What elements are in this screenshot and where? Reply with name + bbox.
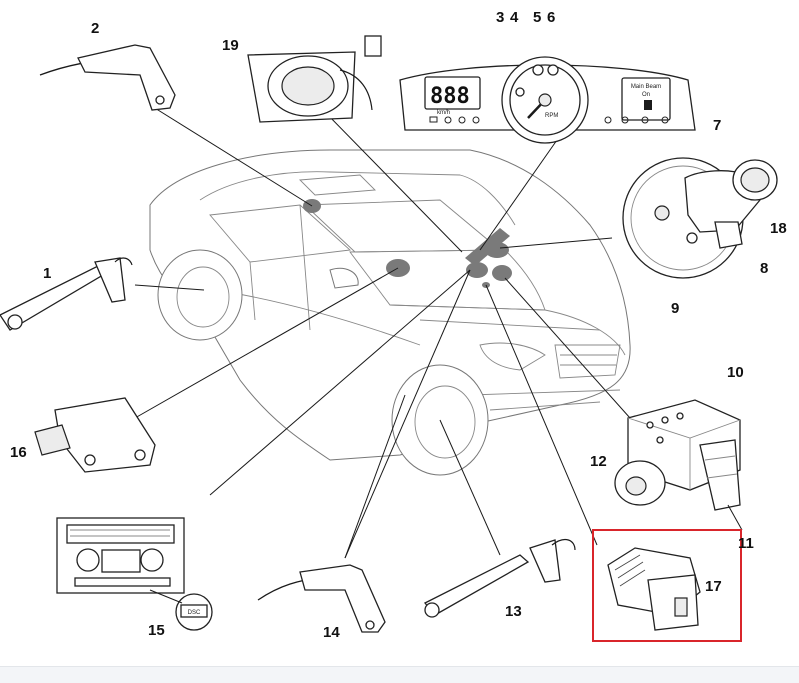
part-wheel-speed-sensor-front-lower [257,564,386,633]
callout-11: 11 [738,535,754,552]
callout-8: 8 [760,260,768,277]
part-control-module [592,529,742,642]
part-wheel-speed-sensor-front [423,538,576,618]
part-clock-spring [247,35,382,123]
speed-display-digits: 888 [430,84,470,109]
part-abs-hydraulic-modulator [614,399,743,531]
callout-1: 1 [43,265,51,282]
callout-9: 9 [671,300,679,317]
part-wheel-speed-sensor-rear-upper [39,44,176,111]
callout-18: 18 [770,220,787,237]
dsc-button-label: DSC [188,610,201,616]
callout-17: 17 [705,578,722,595]
callout-4: 4 [510,9,519,26]
part-center-console: DSC [56,517,213,631]
abs-component-location-diagram: 888 km/h RPM Main Beam On [0,9,787,642]
leader-lines [134,104,631,559]
callout-15: 15 [148,622,165,639]
zone-marker-abs-unit [466,262,488,278]
callout-19: 19 [222,37,239,54]
part-wheel-speed-sensor-rear [0,257,133,331]
speed-unit-label: km/h [437,110,450,116]
bottom-strip [0,666,799,683]
part-yaw-rate-sensor [34,397,156,473]
part-instrument-cluster: 888 km/h RPM Main Beam On [399,56,696,144]
callout-10: 10 [727,364,744,381]
callout-3: 3 [496,9,504,26]
part-brake-booster [622,157,778,279]
rpm-label: RPM [545,113,558,119]
callout-16: 16 [10,444,27,461]
info-line-1: Main Beam [631,84,661,90]
zone-marker-brake-booster [485,242,509,258]
callout-12: 12 [590,453,607,470]
highlight-box [592,529,742,642]
callout-13: 13 [505,603,522,620]
callout-labels: 1 2 3 4 5 6 7 8 9 10 11 12 13 14 15 16 1… [10,9,787,641]
callout-2: 2 [91,20,99,37]
info-line-2: On [642,92,650,98]
callout-7: 7 [713,117,721,134]
callout-6: 6 [547,9,555,26]
callout-14: 14 [323,624,340,641]
vehicle-outline [149,149,631,476]
callout-5: 5 [533,9,541,26]
zone-marker-hydraulic-unit [492,265,512,281]
